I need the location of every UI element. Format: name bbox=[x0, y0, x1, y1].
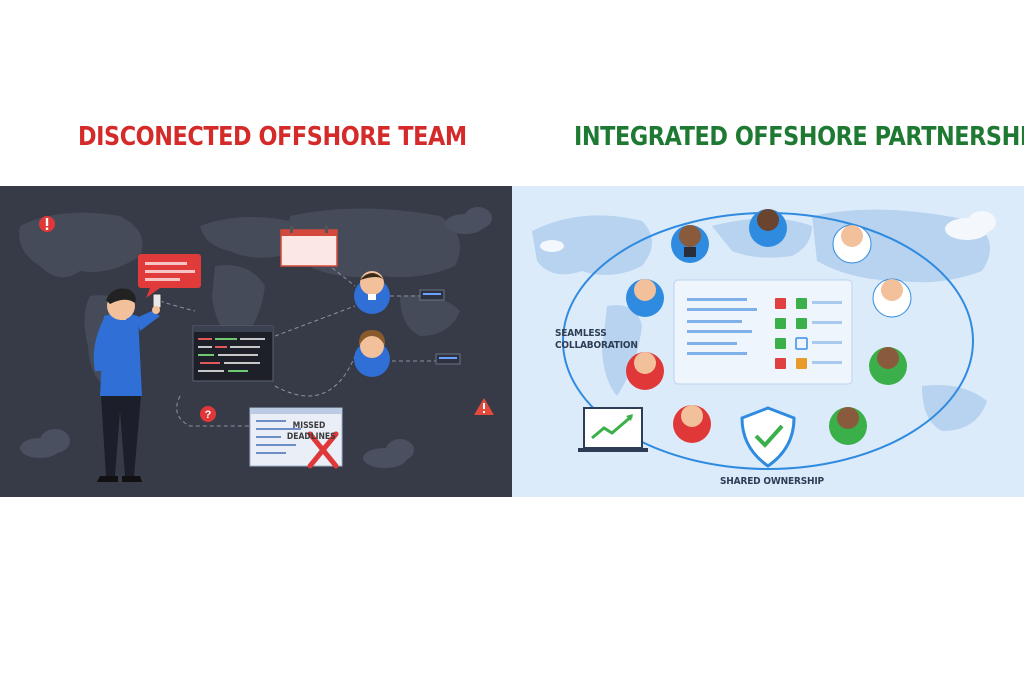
central-dashboard bbox=[673, 279, 853, 385]
avatar bbox=[626, 352, 664, 390]
speech-bubble bbox=[138, 254, 201, 298]
avatar bbox=[626, 279, 664, 317]
avatar bbox=[872, 278, 912, 318]
checkbox-icon bbox=[775, 298, 808, 369]
team-member-avatar bbox=[354, 330, 390, 377]
avatar bbox=[749, 209, 787, 247]
avatar bbox=[829, 407, 867, 445]
seamless-line-1: SEAMLESS bbox=[555, 328, 607, 339]
left-title: DISCONECTED OFFSHORE TEAM bbox=[78, 122, 467, 152]
avatar bbox=[832, 224, 872, 264]
missed-line-2: DEADLINES bbox=[286, 432, 336, 442]
red-x-icon bbox=[307, 431, 339, 469]
avatar bbox=[869, 347, 907, 385]
avatar bbox=[673, 405, 711, 443]
seamless-collaboration-label: SEAMLESS COLLABORATION bbox=[555, 328, 638, 352]
calendar-icon bbox=[280, 226, 338, 267]
svg-text:?: ? bbox=[205, 409, 212, 421]
question-icon: ? bbox=[200, 406, 216, 422]
right-title: INTEGRATED OFFSHORE PARTNERSHIP bbox=[574, 122, 1024, 152]
trend-chart-icon bbox=[578, 407, 648, 452]
seamless-line-2: COLLABORATION bbox=[555, 340, 638, 351]
integrated-team-illustration: SEAMLESS COLLABORATION SHARED OWNERSHIP bbox=[512, 186, 1024, 497]
team-avatars bbox=[626, 209, 912, 445]
shared-ownership-label: SHARED OWNERSHIP bbox=[720, 476, 824, 487]
shield-check-icon bbox=[740, 406, 796, 468]
code-window bbox=[192, 325, 274, 382]
disconnected-team-illustration: ? MISSED DEADLINES bbox=[0, 186, 512, 497]
team-member-avatar bbox=[354, 271, 390, 314]
alert-icon bbox=[39, 216, 55, 232]
missed-deadlines-label: MISSED DEADLINES bbox=[286, 421, 336, 443]
status-chip bbox=[419, 289, 461, 365]
missed-line-1: MISSED bbox=[292, 421, 326, 431]
frustrated-person bbox=[93, 288, 162, 482]
avatar bbox=[671, 225, 709, 263]
warning-triangle-icon bbox=[474, 398, 494, 415]
